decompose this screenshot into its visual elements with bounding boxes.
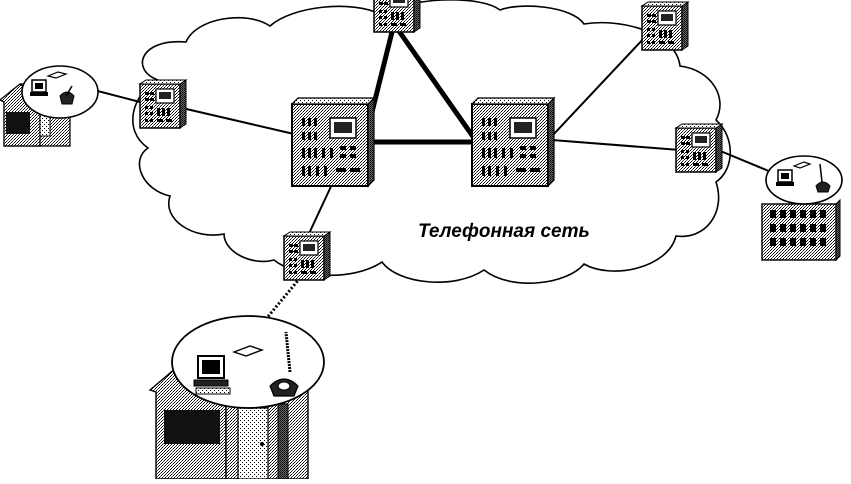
exchange-right <box>471 97 555 187</box>
house-bottom <box>148 315 325 480</box>
subscriber-links <box>85 35 777 241</box>
exchange-left <box>291 97 375 187</box>
computer-icon <box>30 79 48 96</box>
switch-bottom <box>283 231 331 281</box>
switch-left <box>139 79 187 129</box>
cloud-label: Телефонная сеть <box>418 221 590 242</box>
telephone-icon <box>269 331 299 397</box>
trunk-link-left-top <box>369 21 397 115</box>
telephone-icon <box>815 163 831 193</box>
modem-icon <box>46 71 68 79</box>
link-exchange-left-switch-bottom <box>305 179 335 241</box>
office-right <box>761 155 843 262</box>
subscriber-bubble-left <box>21 65 99 119</box>
switch-top <box>373 0 421 33</box>
switch-top-right <box>641 1 689 51</box>
modem-icon <box>231 345 265 357</box>
trunk-link-top-right <box>391 21 477 141</box>
computer-icon <box>776 169 794 186</box>
modem-icon <box>792 161 812 169</box>
house-left <box>0 65 99 147</box>
link-exchange-left-switch-left <box>181 107 295 135</box>
switch-right <box>675 123 723 173</box>
link-switch-right-office-right <box>717 149 777 175</box>
computer-icon <box>193 355 231 395</box>
link-exchange-right-switch-right <box>551 139 681 151</box>
trunk-links <box>369 21 477 145</box>
telephone-icon <box>59 85 75 105</box>
link-switch-bottom-house-bottom <box>240 277 302 349</box>
subscriber-bubble-bottom <box>171 315 325 409</box>
link-exchange-right-switch-top-right <box>551 35 647 137</box>
